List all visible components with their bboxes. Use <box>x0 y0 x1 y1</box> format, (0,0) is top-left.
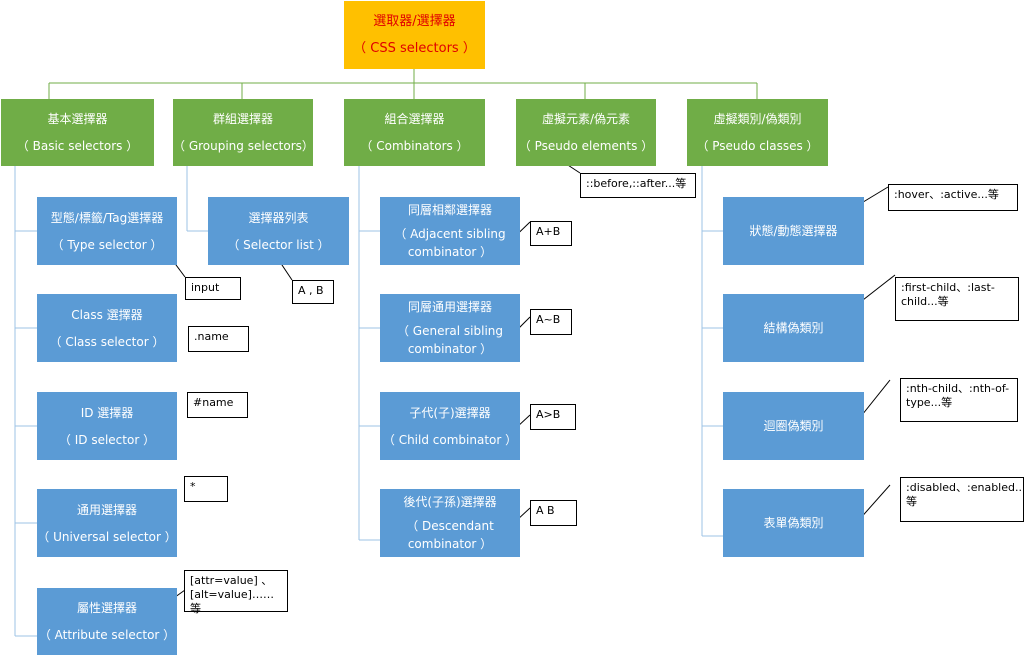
root-node: 選取器/選擇器 （ CSS selectors ） <box>344 1 485 69</box>
note-state: :hover、:active...等 <box>888 184 1018 211</box>
category-subtitle: （ Basic selectors ） <box>16 139 139 153</box>
node-form-pseudo: 表單偽類別 <box>723 489 864 557</box>
root-title: 選取器/選擇器 <box>373 13 456 29</box>
category-pseudo-elements: 虛擬元素/偽元素 （ Pseudo elements ） <box>516 99 656 166</box>
node-title: 通用選擇器 <box>76 502 137 517</box>
note-form: :disabled、:enabled...等 <box>900 477 1024 522</box>
category-title: 虛擬類別/偽類別 <box>713 112 802 126</box>
category-basic: 基本選擇器 （ Basic selectors ） <box>1 99 154 166</box>
node-type-selector: 型態/標籤/Tag選擇器 （ Type selector ） <box>37 197 177 265</box>
node-id-selector: ID 選擇器 （ ID selector ） <box>37 392 177 460</box>
node-child-combinator: 子代(子)選擇器 （ Child combinator ） <box>380 392 520 460</box>
category-subtitle: （ Grouping selectors） <box>173 139 314 153</box>
node-general-sibling: 同層通用選擇器 （ General sibling combinator ） <box>380 294 520 362</box>
category-combinators: 組合選擇器 （ Combinators ） <box>344 99 485 166</box>
node-state-pseudo: 狀態/動態選擇器 <box>723 197 864 265</box>
category-title: 虛擬元素/偽元素 <box>541 112 631 126</box>
node-subtitle: （ Type selector ） <box>51 237 163 252</box>
note-loop: :nth-child、:nth-of-type...等 <box>900 378 1018 422</box>
node-subtitle: （ ID selector ） <box>58 432 156 447</box>
node-subtitle: （ Class selector ） <box>49 334 165 349</box>
node-subtitle: （ Adjacent sibling combinator ） <box>394 227 506 259</box>
node-title: 同層通用選擇器 <box>407 300 492 314</box>
category-subtitle: （ Combinators ） <box>360 139 469 153</box>
note-type: input <box>185 277 241 300</box>
node-subtitle: （ Attribute selector ） <box>38 628 176 642</box>
node-title: 狀態/動態選擇器 <box>749 224 838 238</box>
node-title: 屬性選擇器 <box>76 601 137 615</box>
node-descendant-combinator: 後代(子孫)選擇器 （ Descendant combinator ） <box>380 489 520 557</box>
note-general: A~B <box>530 309 572 335</box>
node-subtitle: （ Universal selector ） <box>37 529 177 544</box>
category-grouping: 群組選擇器 （ Grouping selectors） <box>173 99 314 166</box>
note-child: A>B <box>530 404 576 430</box>
note-pseudo-elements: ::before,::after...等 <box>580 173 696 198</box>
node-subtitle: （ Descendant combinator ） <box>406 519 494 551</box>
category-pseudo-classes: 虛擬類別/偽類別 （ Pseudo classes ） <box>687 99 828 166</box>
category-subtitle: （ Pseudo classes ） <box>696 139 819 153</box>
node-title: 迴圈偽類別 <box>763 419 824 433</box>
note-universal: * <box>184 476 228 502</box>
node-title: 結構偽類別 <box>763 321 824 335</box>
node-title: ID 選擇器 <box>80 405 134 420</box>
root-subtitle: （ CSS selectors ） <box>353 40 476 56</box>
node-subtitle: （ Child combinator ） <box>382 432 518 447</box>
category-title: 組合選擇器 <box>384 112 445 126</box>
note-structural: :first-child、:last-child...等 <box>895 277 1019 321</box>
node-adjacent-sibling: 同層相鄰選擇器 （ Adjacent sibling combinator ） <box>380 197 520 265</box>
node-title: Class 選擇器 <box>71 307 143 322</box>
node-class-selector: Class 選擇器 （ Class selector ） <box>37 294 177 362</box>
node-title: 選擇器列表 <box>248 210 309 225</box>
node-structural-pseudo: 結構偽類別 <box>723 294 864 362</box>
node-title: 子代(子)選擇器 <box>409 405 491 420</box>
node-subtitle: （ General sibling combinator ） <box>396 324 503 356</box>
note-descendant: A B <box>530 500 577 526</box>
node-title: 後代(子孫)選擇器 <box>403 495 497 509</box>
node-selector-list: 選擇器列表 （ Selector list ） <box>208 197 349 265</box>
category-title: 群組選擇器 <box>212 112 273 126</box>
node-subtitle: （ Selector list ） <box>227 237 330 252</box>
node-universal-selector: 通用選擇器 （ Universal selector ） <box>37 489 177 557</box>
node-title: 型態/標籤/Tag選擇器 <box>50 210 164 225</box>
note-class: .name <box>188 326 249 352</box>
category-title: 基本選擇器 <box>47 112 108 126</box>
node-attribute-selector: 屬性選擇器 （ Attribute selector ） <box>37 588 177 655</box>
node-loop-pseudo: 迴圈偽類別 <box>723 392 864 460</box>
note-selector-list: A , B <box>292 280 334 304</box>
note-adjacent: A+B <box>530 221 572 246</box>
note-attribute: [attr=value] 、 [alt=value]……等 <box>184 570 288 615</box>
note-id: #name <box>187 392 248 418</box>
category-subtitle: （ Pseudo elements ） <box>518 139 654 153</box>
node-title: 表單偽類別 <box>763 516 824 530</box>
node-title: 同層相鄰選擇器 <box>407 203 492 217</box>
